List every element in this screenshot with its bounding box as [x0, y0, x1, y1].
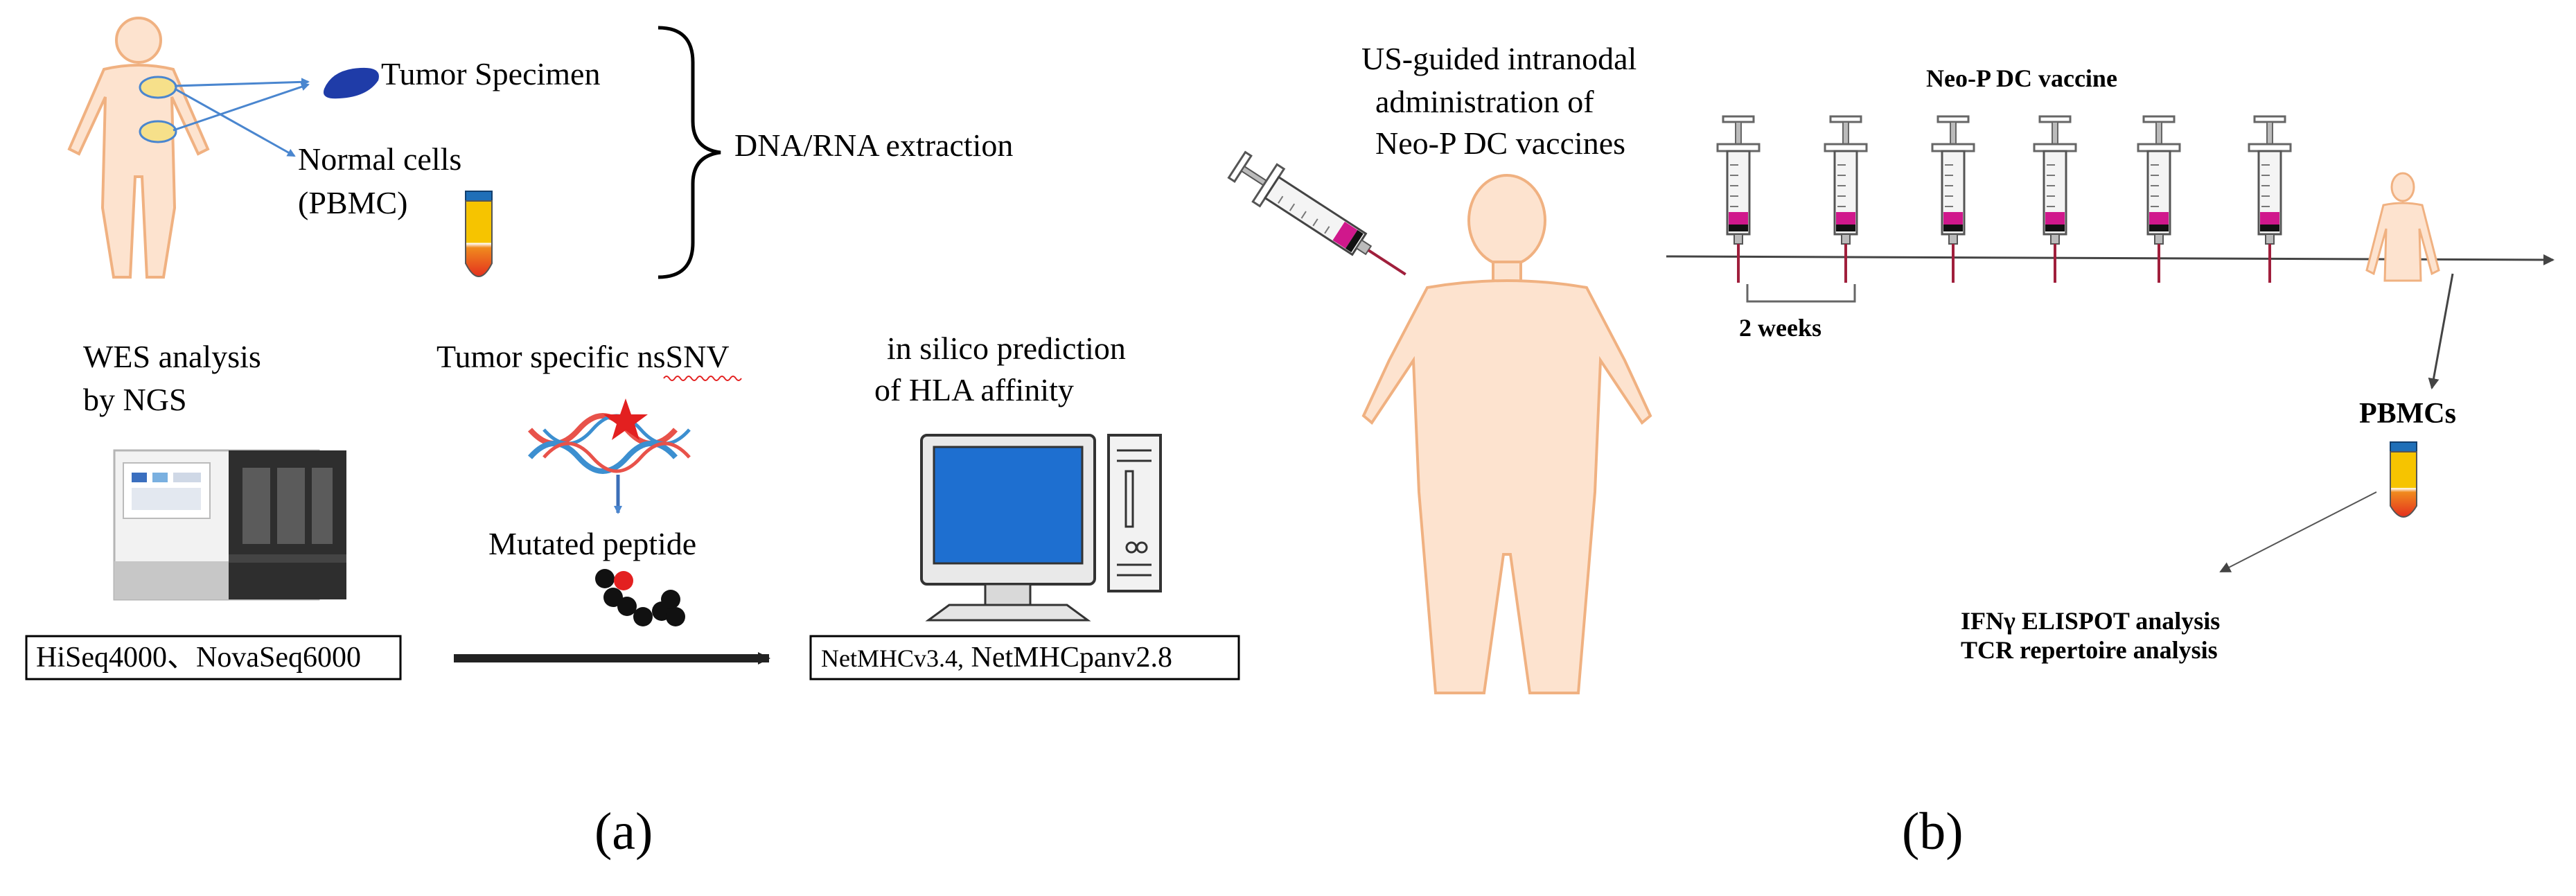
human-figure-icon	[67, 17, 210, 279]
pbmc-label: (PBMC)	[298, 185, 407, 220]
injection-syringe-icon	[1227, 150, 1406, 276]
spellcheck-underline	[663, 376, 742, 381]
software-box	[809, 635, 1240, 680]
specimen-arrow-2	[173, 82, 310, 132]
mutated-peptide-label: Mutated peptide	[488, 526, 696, 561]
interval-bracket	[1746, 284, 1856, 303]
blood-tube-icon	[465, 191, 493, 277]
by-ngs-label: by NGS	[83, 382, 187, 417]
vaccine-syringe-1-icon	[1716, 115, 1761, 284]
tumor-specimen-label: Tumor Specimen	[381, 56, 600, 91]
in-silico-label: in silico prediction	[887, 331, 1126, 366]
tcr-label: TCR repertoire analysis	[1961, 636, 2218, 664]
mutation-star-icon	[603, 398, 648, 440]
normal-cells-arrow	[174, 87, 296, 157]
panel-b-caption: (b)	[1902, 802, 1964, 861]
pbmcs-label: PBMCs	[2359, 398, 2456, 430]
tumor-specimen-icon	[323, 67, 379, 99]
patient-figure-icon	[1361, 174, 1652, 694]
sequencers-label: HiSeq4000、NovaSeq6000	[36, 642, 361, 674]
computer-icon	[920, 434, 1162, 622]
small-patient-icon	[2365, 172, 2440, 282]
admin-label-line1: US-guided intranodal	[1361, 41, 1637, 76]
tumor-specific-label: Tumor specific nsSNV	[436, 339, 730, 374]
netmhcpan-label: NetMHCpanv2.8	[964, 642, 1172, 674]
pbmc-tube-icon	[2390, 441, 2417, 518]
extraction-label: DNA/RNA extraction	[734, 128, 1013, 163]
sequencers-box	[25, 635, 402, 680]
wes-analysis-label: WES analysis	[83, 339, 261, 374]
hla-affinity-label: of HLA affinity	[874, 372, 1074, 407]
admin-label-line2: administration of	[1375, 84, 1594, 119]
panel-b: US-guided intranodal administration of N…	[1227, 41, 2555, 861]
netmhc-label: NetMHCv3.4,	[821, 644, 964, 672]
software-label: NetMHCv3.4, NetMHCpanv2.8	[821, 642, 1172, 674]
analysis-arrow	[2219, 491, 2377, 572]
peptide-icon	[595, 569, 685, 626]
specimen-arrow	[174, 78, 310, 87]
vaccine-title: Neo-P DC vaccine	[1926, 64, 2117, 92]
sequencer-icon	[113, 449, 346, 601]
panel-a: Tumor Specimen Normal cells (PBMC) DNA/R…	[25, 17, 1240, 861]
panel-a-caption: (a)	[594, 802, 653, 861]
grouping-brace	[658, 26, 721, 279]
elispot-label: IFNγ ELISPOT analysis	[1961, 607, 2220, 635]
pbmc-arrow	[2428, 273, 2454, 389]
organ-lower-icon	[139, 120, 177, 143]
admin-label-line3: Neo-P DC vaccines	[1375, 125, 1625, 161]
normal-cells-label: Normal cells	[298, 141, 461, 177]
organ-upper-icon	[139, 76, 177, 99]
dna-helix-icon	[527, 413, 691, 474]
interval-label: 2 weeks	[1739, 314, 1821, 342]
